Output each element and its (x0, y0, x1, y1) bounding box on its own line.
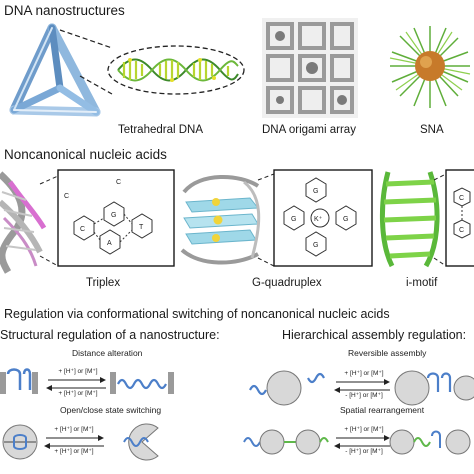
imotif-icon (379, 171, 440, 268)
regulation-figure (0, 368, 474, 461)
svg-text:A: A (107, 240, 112, 247)
section-title-nanostructures: DNA nanostructures (4, 3, 125, 18)
stim-spatial-rev: - [H⁺] or [M⁺] (345, 448, 383, 455)
gquadruplex-icon (180, 175, 261, 265)
openclose-closed-icon (2, 424, 38, 460)
svg-text:G: G (313, 188, 318, 195)
dna-helix-icon (117, 58, 239, 82)
svg-text:C: C (116, 179, 121, 186)
section-title-noncanonical: Noncanonical nucleic acids (4, 147, 167, 162)
gquad-chem-structure (283, 177, 357, 257)
sna-icon (389, 26, 471, 108)
svg-text:G: G (343, 216, 348, 223)
stim-reversible-rev: - [H⁺] or [M⁺] (345, 392, 383, 399)
tetrahedron-icon (9, 23, 101, 117)
label-distance-alteration: Distance alteration (72, 348, 143, 358)
reversible-left-icon (249, 370, 325, 406)
nanostructures-figure (9, 18, 471, 118)
distance-right-icon (110, 372, 174, 394)
reversible-arrows (334, 379, 390, 393)
origami-array-icon (262, 18, 358, 118)
svg-text:G: G (313, 242, 318, 249)
triplex-helix-icon (0, 171, 47, 274)
openclose-arrows (44, 435, 104, 449)
noncanonical-figure: C G T A C C G G G G K⁺ (0, 169, 474, 274)
label-triplex: Triplex (86, 277, 121, 289)
label-gquadruplex: G-quadruplex (252, 277, 322, 289)
label-sna: SNA (420, 124, 444, 136)
svg-text:C: C (459, 227, 464, 234)
structural-regulation-title: Structural regulation of a nanostructure… (0, 328, 220, 342)
spatial-arrows (334, 435, 390, 449)
ion-label: K⁺ (314, 216, 323, 223)
spatial-left-icon (243, 429, 329, 455)
label-reversible-assembly: Reversible assembly (348, 348, 427, 358)
stim-spatial-fwd: + [H⁺] or [M⁺] (344, 426, 384, 433)
label-imotif: i-motif (406, 277, 438, 289)
label-origami-array: DNA origami array (262, 124, 356, 136)
svg-text:C: C (459, 195, 464, 202)
triplex-chem-structure (73, 201, 153, 255)
distance-arrows (46, 377, 106, 391)
svg-text:G: G (291, 216, 296, 223)
stim-distance-rev: + [H⁺] or [M⁺] (58, 390, 98, 397)
spatial-right-icon (389, 429, 471, 455)
openclose-open-icon (123, 423, 159, 461)
stim-openclose-fwd: + [H⁺] or [M⁺] (54, 426, 94, 433)
reversible-right-icon (394, 370, 474, 406)
stim-distance-fwd: + [H⁺] or [M⁺] (58, 368, 98, 375)
helix-callout (107, 45, 245, 95)
svg-text:C: C (80, 226, 85, 233)
svg-text:G: G (111, 212, 116, 219)
label-openclose-switching: Open/close state switching (60, 405, 162, 415)
section-title-regulation: Regulation via conformational switching … (4, 307, 390, 321)
label-tetrahedral-dna: Tetrahedral DNA (118, 124, 204, 136)
imotif-chem-structure (453, 187, 471, 239)
svg-text:C: C (64, 193, 69, 200)
stim-reversible-fwd: + [H⁺] or [M⁺] (344, 370, 384, 377)
stim-openclose-rev: + [H⁺] or [M⁺] (54, 448, 94, 455)
svg-text:T: T (139, 224, 144, 231)
distance-left-icon (0, 368, 38, 394)
hierarchical-assembly-title: Hierarchical assembly regulation: (282, 328, 467, 342)
label-spatial-rearrangement: Spatial rearrangement (340, 405, 425, 415)
